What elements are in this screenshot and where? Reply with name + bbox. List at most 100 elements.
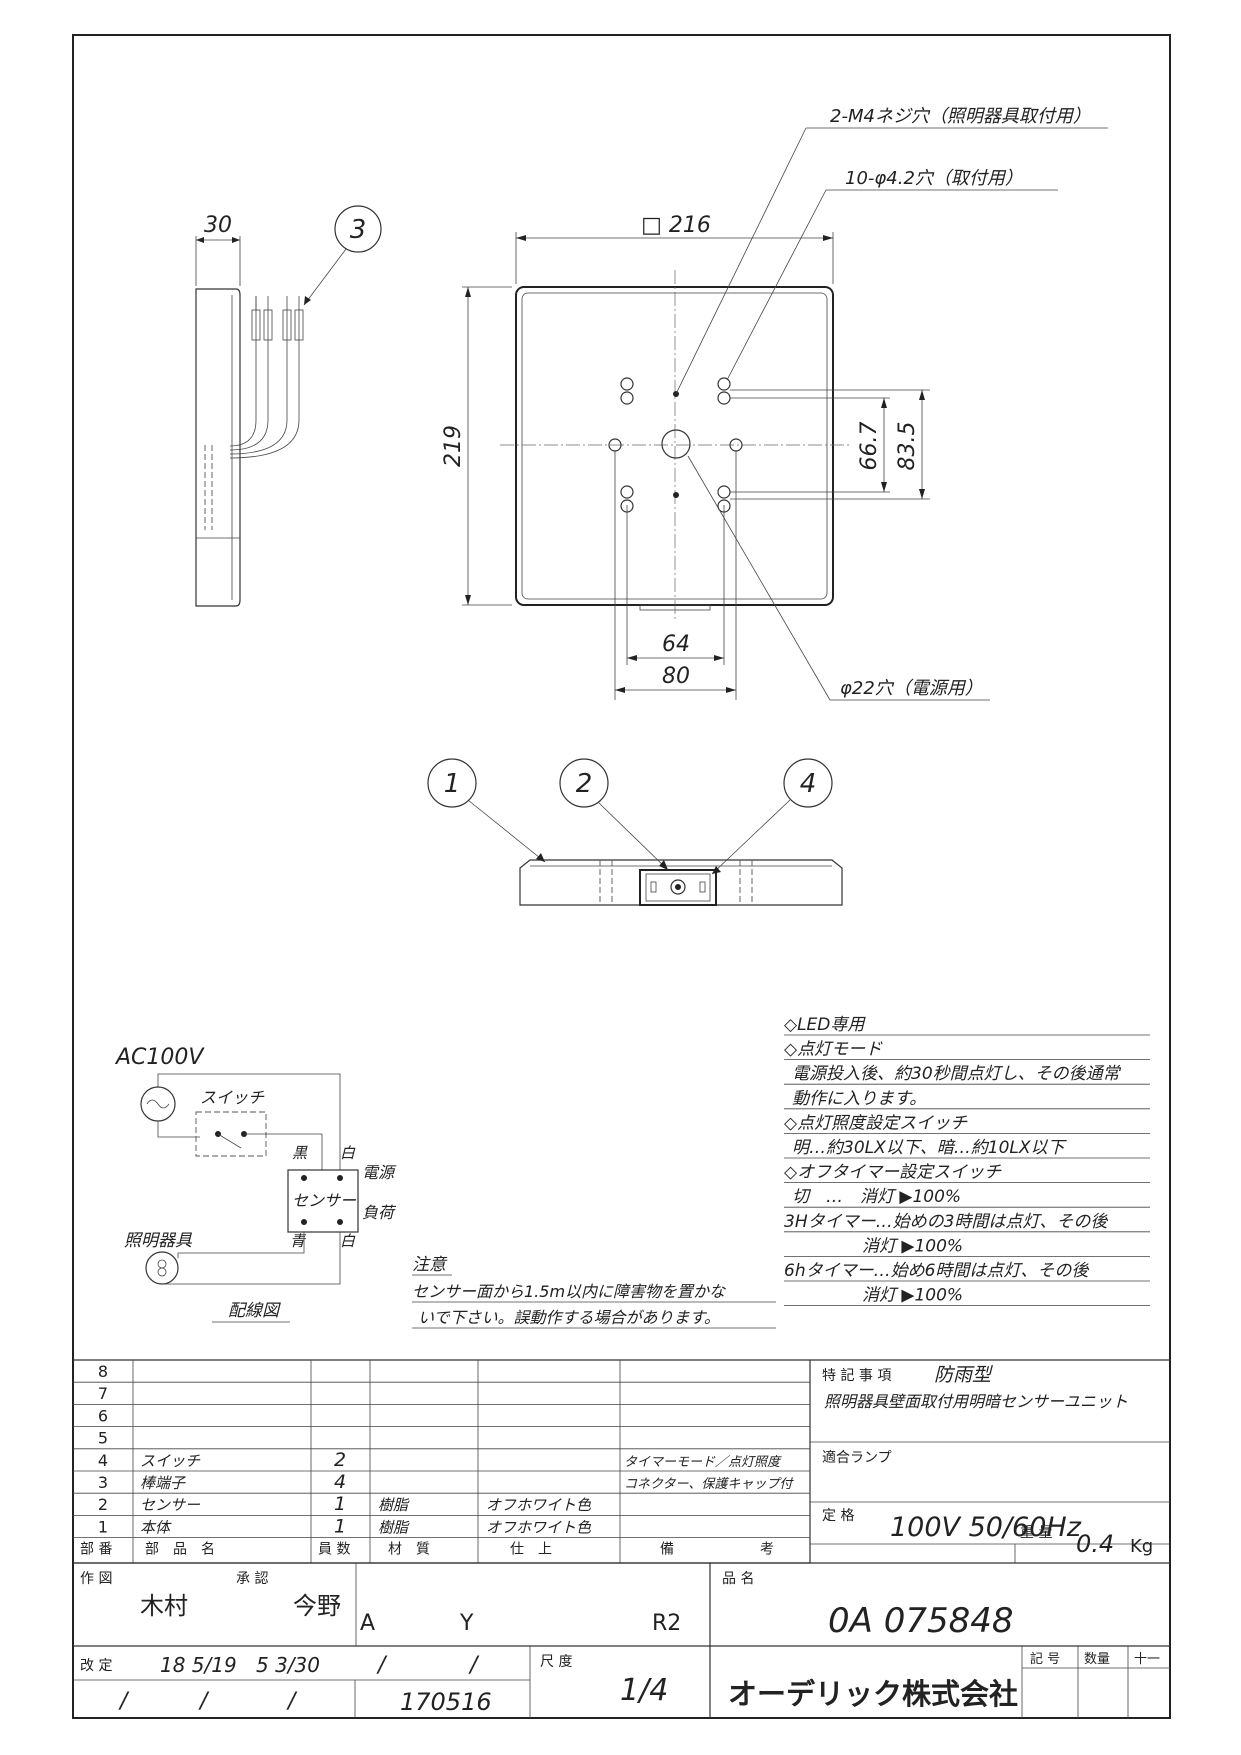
note-line-3: 動作に入ります。	[792, 1089, 926, 1109]
part-no-4: 4	[98, 1451, 108, 1470]
header-qty: 員 数	[318, 1542, 350, 1558]
part-no-5: 5	[98, 1429, 108, 1448]
caution-title: 注意	[412, 1255, 448, 1275]
weight-unit: Kg	[1130, 1536, 1153, 1557]
side-view: 30	[195, 213, 304, 607]
part-finish-1: オフホワイト色	[486, 1518, 592, 1536]
part-no-7: 7	[98, 1384, 108, 1403]
part-material-1: 樹脂	[378, 1518, 410, 1536]
drawn-by: 木村	[140, 1592, 188, 1620]
wiring-white-bottom: 白	[340, 1232, 356, 1250]
wiring-load: 負荷	[362, 1203, 397, 1222]
svg-text:1: 1	[444, 769, 461, 799]
note-line-0: ◇LED専用	[784, 1015, 866, 1035]
company-name: オーデリック株式会社	[728, 1677, 1018, 1711]
note-line-7: 切 … 消灯 ▶100%	[792, 1187, 961, 1207]
caution-line1: センサー面から1.5m以内に障害物を置かな	[412, 1282, 727, 1301]
title-block: 作 図 木村 承 認 今野 A Y R2 品 名 0A 075848 改 定 1…	[73, 1562, 1170, 1718]
special-value2: 照明器具壁面取付用明暗センサーユニット	[824, 1392, 1128, 1411]
balloon-4: 4	[711, 758, 833, 875]
part-name-1: 本体	[140, 1518, 172, 1536]
qty-label: 数量	[1084, 1652, 1110, 1667]
dim-side-depth: 30	[204, 213, 232, 238]
balloon-1: 1	[427, 758, 546, 863]
wiring-lamp: 照明器具	[124, 1231, 193, 1251]
header-remark2: 考	[760, 1542, 774, 1558]
note-line-2: 電源投入後、約30秒間点灯し、その後通常	[792, 1064, 1122, 1084]
front-view: □ 216 219 66.7 83.5 64 80	[441, 106, 1108, 701]
wiring-blue: 青	[290, 1232, 307, 1250]
part-qty-3: 4	[334, 1471, 346, 1493]
scale-value: 1/4	[620, 1673, 668, 1708]
wiring-title: 配線図	[228, 1301, 281, 1321]
part-no-1: 1	[98, 1517, 108, 1536]
part-material-2: 樹脂	[378, 1496, 410, 1514]
rev-date1: 18 5/19	[160, 1653, 237, 1677]
wiring-sensor: センサー	[292, 1191, 357, 1210]
part-no-3: 3	[98, 1473, 108, 1492]
dim-square: □ 216	[641, 213, 711, 238]
dim-height: 219	[441, 425, 466, 467]
part-remark-3: コネクター、保護キャップ付	[624, 1477, 794, 1492]
symbol-label: 記 号	[1030, 1651, 1060, 1667]
center-power-hole	[661, 429, 691, 459]
header-finish: 仕 上	[510, 1542, 552, 1558]
col-a: A	[360, 1611, 375, 1636]
svg-text:3: 3	[350, 215, 367, 245]
wiring-black: 黒	[292, 1144, 308, 1162]
header-remark1: 備	[660, 1542, 674, 1558]
slash-b: /	[198, 1689, 210, 1714]
issue-date: 170516	[400, 1688, 492, 1716]
svg-text:4: 4	[800, 769, 817, 799]
note-line-5: 明…約30LX以下、暗…約10LX以下	[792, 1138, 1067, 1158]
product-label: 品 名	[722, 1571, 754, 1587]
revision-code: R2	[652, 1611, 681, 1636]
callout-42: 10-φ4.2穴（取付用）	[845, 168, 1023, 189]
slash-a: /	[118, 1689, 130, 1714]
dim-80: 80	[662, 664, 690, 689]
callout-m4: 2-M4ネジ穴（照明器具取付用）	[830, 106, 1091, 127]
slash-c: /	[286, 1689, 298, 1714]
note-line-9: 消灯 ▶100%	[862, 1236, 963, 1256]
rating-value: 100V 50/60Hz	[890, 1512, 1082, 1543]
note-line-11: 消灯 ▶100%	[862, 1286, 963, 1306]
part-name-4: スイッチ	[140, 1452, 201, 1470]
wiring-white-top: 白	[340, 1144, 356, 1162]
spec-block: 特 記 事 項 防雨型 照明器具壁面取付用明暗センサーユニット 適合ランプ 定 …	[810, 1364, 1170, 1563]
note-line-1: ◇点灯モード	[784, 1040, 883, 1060]
rev-slash2: /	[468, 1653, 480, 1678]
wiring-diagram: AC100V スイッチ 黒 白 電源 センサー 負荷 青 白 照明器具 配線図	[114, 1045, 397, 1323]
balloon-2: 2	[559, 758, 669, 871]
notes: ◇LED専用 ◇点灯モード電源投入後、約30秒間点灯し、その後通常動作に入ります。…	[784, 1015, 1150, 1306]
header-no: 部 番	[80, 1542, 112, 1558]
note-line-6: ◇オフタイマー設定スイッチ	[784, 1163, 1002, 1183]
approved-label: 承 認	[236, 1571, 268, 1587]
sheet-border	[72, 34, 1171, 1719]
part-finish-2: オフホワイト色	[486, 1496, 592, 1514]
svg-text:2: 2	[576, 769, 593, 799]
dim-66-7: 66.7	[857, 422, 882, 471]
bottom-view	[519, 859, 843, 906]
special-value1: 防雨型	[934, 1364, 993, 1386]
caution-line2: いで下さい。誤動作する場合があります。	[418, 1308, 720, 1327]
rating-label: 定 格	[822, 1508, 854, 1524]
part-no-6: 6	[98, 1406, 108, 1425]
balloon-3: 3	[303, 205, 382, 306]
pm-label: 十一	[1134, 1652, 1160, 1667]
wiring-ac: AC100V	[114, 1045, 205, 1070]
part-qty-1: 1	[334, 1515, 346, 1537]
weight-value: 0.4	[1076, 1530, 1114, 1558]
part-remark-4: タイマーモード／点灯照度	[624, 1455, 782, 1470]
part-no-8: 8	[98, 1362, 108, 1381]
part-no-2: 2	[98, 1495, 108, 1514]
caution: 注意 センサー面から1.5m以内に障害物を置かな いで下さい。誤動作する場合があ…	[412, 1255, 776, 1329]
scale-label: 尺 度	[540, 1654, 572, 1670]
part-qty-2: 1	[334, 1493, 346, 1515]
header-material: 材 質	[388, 1542, 430, 1558]
dim-64: 64	[662, 632, 690, 657]
col-y: Y	[459, 1611, 474, 1636]
rev-date2: 5 3/30	[256, 1653, 320, 1677]
note-line-8: 3Hタイマー…始めの3時間は点灯、その後	[784, 1212, 1108, 1232]
